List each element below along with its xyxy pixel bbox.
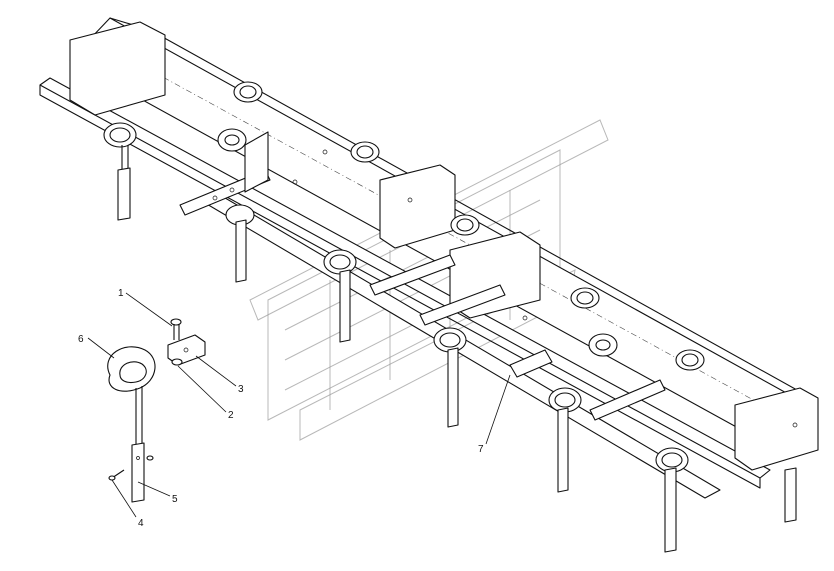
leader-1	[125, 292, 173, 327]
spring-coil-part-6	[107, 346, 156, 450]
leader-2	[177, 365, 227, 413]
callout-1: 1	[118, 288, 124, 299]
leader-5	[137, 481, 171, 497]
leader-7	[485, 374, 511, 445]
leader-3	[195, 355, 237, 387]
bolt-part-1	[170, 318, 182, 340]
tine-10	[675, 349, 705, 371]
tine-1	[103, 122, 137, 221]
screw-part-4	[108, 455, 154, 481]
tine-7	[433, 327, 467, 428]
main-frame	[39, 17, 819, 499]
leader-6	[87, 337, 115, 359]
clamp-plate-part-3	[167, 334, 206, 366]
callout-6: 6	[78, 334, 84, 345]
spring-tines	[103, 81, 797, 553]
tine-6	[450, 214, 480, 236]
tine-12	[784, 467, 797, 523]
callout-3: 3	[238, 384, 244, 395]
leader-4	[111, 479, 137, 518]
tine-8	[570, 287, 600, 309]
callout-7: 7	[478, 444, 484, 455]
tine-4	[350, 141, 380, 163]
tine-2	[233, 81, 263, 103]
callout-2: 2	[228, 410, 234, 421]
nut-part-2	[171, 358, 183, 366]
callout-5: 5	[172, 494, 178, 505]
tine-point-part-5	[131, 442, 145, 503]
tine-11	[655, 447, 689, 553]
tine-3	[225, 204, 255, 283]
callout-4: 4	[138, 518, 144, 529]
tine-5	[323, 249, 357, 343]
callouts: 1 2 3 4 5 6 7	[78, 288, 511, 529]
tine-9	[548, 387, 582, 493]
exploded-parts	[107, 318, 206, 503]
